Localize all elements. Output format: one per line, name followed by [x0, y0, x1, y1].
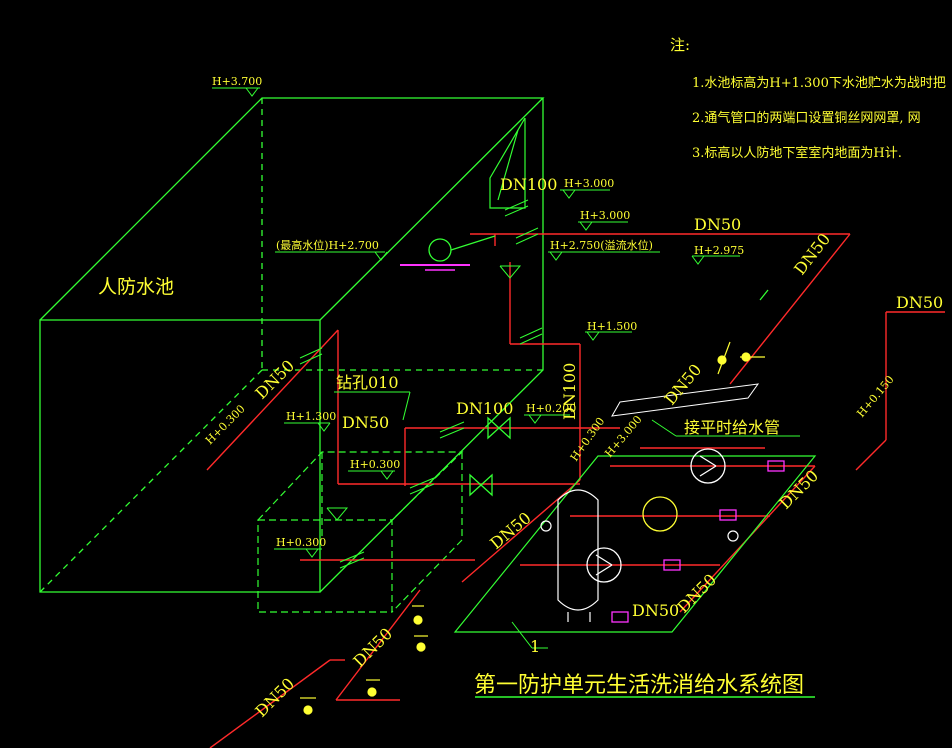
pipe-dn50-bottom-b: DN50 — [251, 674, 298, 721]
elevation-3700: H+3.700 — [212, 75, 262, 88]
pipe-dn50-diag-right: DN50 — [790, 230, 834, 279]
connect-pipe-label: 接平时给水管 — [684, 418, 780, 437]
pipe-dn50-mid: DN50 — [342, 413, 389, 432]
note-item-2: 2.通气管口的两端口设置铜丝网网罩, 网 — [692, 110, 921, 126]
elevation-1300: H+1.300 — [286, 410, 336, 423]
elevation-3000-b: H+3.000 — [580, 209, 630, 222]
gate-valves — [469, 289, 769, 497]
pipe-dn50-top: DN50 — [694, 215, 741, 234]
elevation-3000-c: H+3.000 — [602, 413, 644, 460]
elevation-0300-c: H+0.300 — [203, 402, 248, 447]
notes-block: 注: 1.水池标高为H+1.300下水池贮水为战时把 2.通气管口的两端口设置铜… — [670, 36, 946, 161]
pipe-dn100-top: DN100 — [500, 175, 557, 194]
notes-title: 注: — [670, 36, 690, 54]
pipe-dn50-far-right: DN50 — [896, 293, 943, 312]
elevation-0150: H+0.150 — [854, 373, 896, 420]
max-water-level: (最高水位)H+2.700 — [276, 238, 379, 252]
red-pipes — [206, 233, 945, 748]
pressure-tank — [540, 489, 739, 622]
elevation-0200: H+0.200 — [526, 402, 576, 415]
pipe-dn50-pump-bottom: DN50 — [632, 601, 679, 620]
note-item-1: 1.水池标高为H+1.300下水池贮水为战时把 — [692, 75, 946, 91]
pump-3 — [586, 547, 681, 623]
elevation-0300-a: H+0.300 — [350, 458, 400, 471]
pump-tag: 1 — [530, 637, 540, 656]
pump-2 — [642, 496, 737, 532]
elevation-2975: H+2.975 — [694, 244, 744, 257]
pipe-dn50-pump-header: DN50 — [661, 360, 706, 408]
pump-1 — [690, 448, 785, 484]
elevation-1500: H+1.500 — [587, 320, 637, 333]
lower-tank — [257, 451, 464, 613]
tank-name: 人防水池 — [98, 276, 174, 298]
elevation-0300-b: H+0.300 — [276, 536, 326, 549]
vent-hatch — [489, 117, 526, 209]
pipe-dn50-pump-right: DN50 — [775, 466, 822, 513]
pipe-dn100-mid: DN100 — [456, 399, 513, 418]
drill-hole-label: 钻孔010 — [336, 373, 399, 392]
pipe-dn50-pump-left: DN50 — [486, 508, 534, 553]
yellow-valves — [300, 341, 765, 715]
overflow-level: H+2.750(溢流水位) — [550, 238, 653, 252]
bracket — [611, 383, 760, 417]
water-tank — [39, 97, 545, 593]
diagram-title: 第一防护单元生活洗消给水系统图 — [474, 673, 804, 698]
pipe-supports — [299, 199, 543, 569]
elevation-3000-a: H+3.000 — [564, 177, 614, 190]
note-item-3: 3.标高以人防地下室室内地面为H计. — [692, 145, 902, 161]
leader-lines — [334, 391, 815, 698]
pipe-dn50-pump-bottom2: DN50 — [673, 570, 720, 617]
pipe-dn50-bottom-a: DN50 — [349, 624, 396, 671]
level-markers — [212, 87, 740, 558]
pipe-dn100-vertical: DN100 — [560, 363, 579, 420]
pump-platform — [453, 455, 817, 633]
float-valve — [400, 235, 496, 271]
